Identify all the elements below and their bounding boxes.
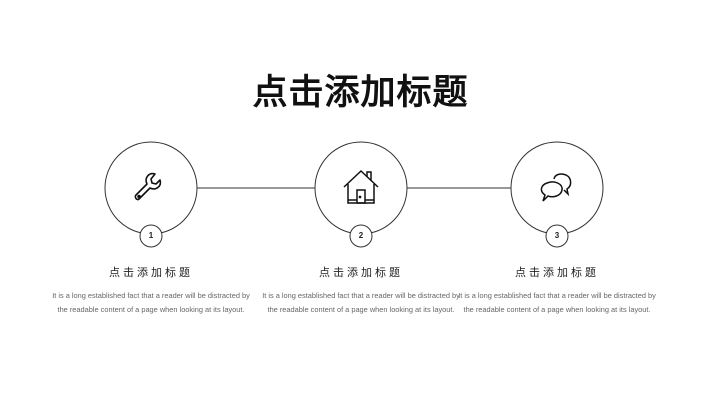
wrench-icon [134,172,162,201]
step-number: 2 [358,231,364,240]
step-number: 3 [554,231,560,240]
step-description: It is a long established fact that a rea… [52,291,250,314]
step-heading: 点击添加标题 [109,266,193,279]
chat-bubbles-icon [540,173,572,202]
number-circle [349,224,373,248]
step-heading: 点击添加标题 [515,266,599,279]
slide-title: 点击添加标题 [252,73,469,113]
number-circle [139,224,163,248]
step-number: 1 [148,231,154,240]
step-description: It is a long established fact that a rea… [262,291,460,314]
step-heading: 点击添加标题 [319,266,403,279]
house-icon [343,169,379,204]
step-description: It is a long established fact that a rea… [458,291,656,314]
number-circle [545,224,569,248]
step-circle [314,141,408,235]
